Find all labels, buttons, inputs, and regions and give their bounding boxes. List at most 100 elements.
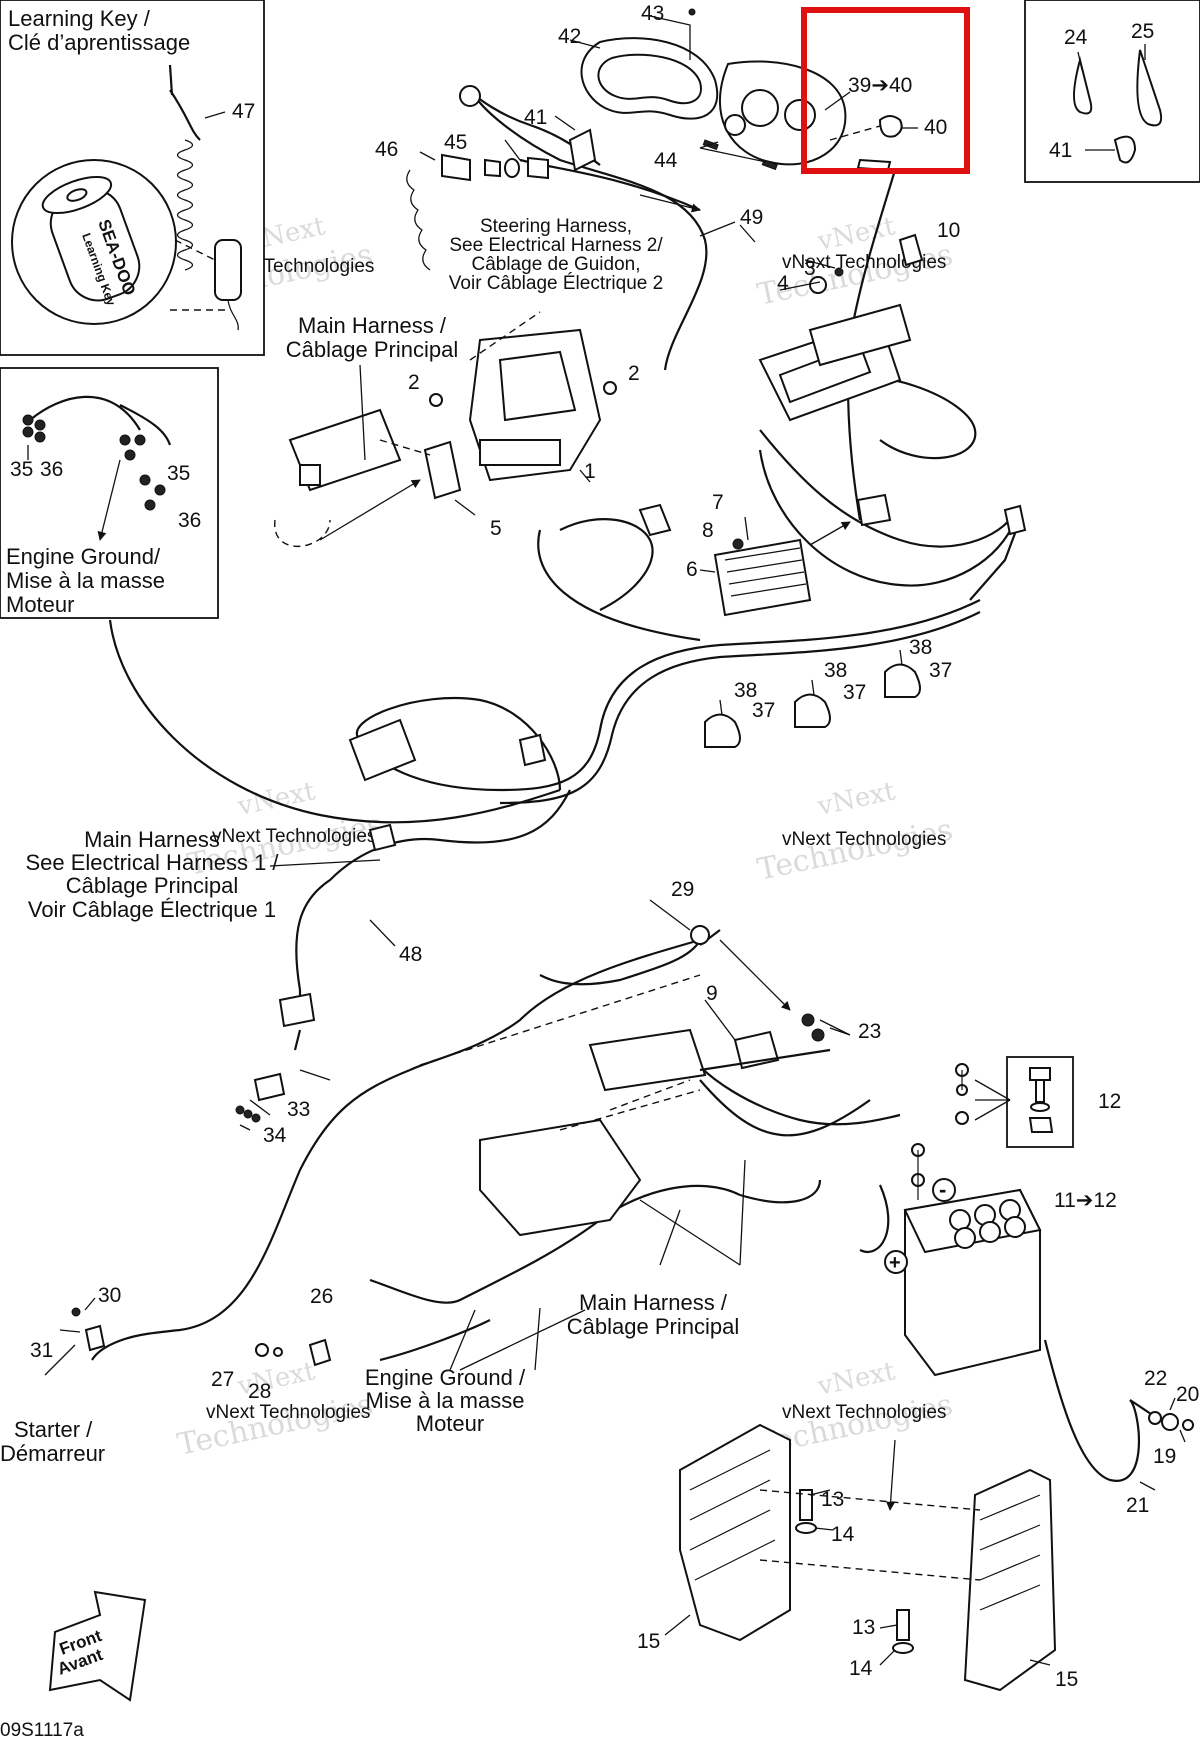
watermark-caption-5: vNext Technologies (206, 1402, 370, 1423)
part-12-label: 12 (1098, 1090, 1121, 1113)
engine-ground-bottom-line3: Moteur (416, 1411, 484, 1436)
part-8-label: 8 (702, 519, 714, 542)
part-44-label: 44 (654, 149, 678, 172)
part-22-label: 22 (1144, 1367, 1167, 1390)
part-42-label: 42 (558, 25, 581, 48)
steering-harness-line3: Câblage de Guidon, (471, 254, 640, 275)
learning-key-title-2: Clé d’aprentissage (8, 30, 190, 55)
part-21-label: 21 (1126, 1494, 1149, 1517)
steering-harness-line2: See Electrical Harness 2/ (449, 235, 663, 256)
part-38-label-a: 38 (734, 679, 757, 702)
main-harness-bottom-line2: Câblage Principal (567, 1314, 739, 1339)
mid-left-harness (235, 718, 547, 1131)
engine-ground-top-line1: Engine Ground/ (6, 544, 161, 569)
clip-41 (568, 128, 597, 172)
part-13-label-a: 13 (821, 1488, 844, 1511)
watermark-mid-right: vNext Technologies vNext Technologies (754, 776, 955, 888)
part-number-labels: 1 2 2 3 4 5 6 7 8 9 10 11➔12 12 13 13 14… (30, 2, 1199, 1691)
part-15-label-a: 15 (637, 1630, 660, 1653)
part-10-label: 10 (937, 219, 960, 242)
part-48-label: 48 (399, 943, 422, 966)
part-35-label-b: 35 (167, 462, 190, 485)
part-2-label-a: 2 (408, 371, 420, 394)
main-harness-top-callout: Main Harness / Câblage Principal (286, 313, 458, 362)
engine-ground-top-line3: Moteur (6, 592, 74, 617)
part-5-label: 5 (490, 517, 502, 540)
part-41-label-box: 41 (1049, 139, 1072, 162)
part-27-label: 27 (211, 1368, 234, 1391)
part-23-label: 23 (858, 1020, 881, 1043)
part-47-label: 47 (232, 100, 255, 123)
part-2-label-b: 2 (628, 362, 640, 385)
key-switch-parts (406, 85, 601, 271)
front-arrow-icon: Front Avant (48, 1590, 147, 1702)
connector-harness-mid (638, 503, 672, 537)
plus-icon (884, 1250, 908, 1274)
watermark-caption-3: vNext Technologies (212, 826, 376, 847)
connector-5 (423, 440, 462, 500)
svg-text:vNext: vNext (234, 776, 318, 822)
steering-harness-callout: Steering Harness, See Electrical Harness… (449, 216, 664, 294)
watermark-top-right: vNext Technologies vNext Technologies (754, 211, 955, 313)
part-14-label-a: 14 (831, 1523, 855, 1546)
clamp-24-icon (1073, 56, 1093, 115)
highlight-box-39-40 (801, 7, 970, 174)
battery-assembly: + - (884, 1056, 1194, 1491)
part-39-40-label: 39➔40 (848, 74, 912, 97)
part-4-label: 4 (777, 272, 789, 295)
connector-33 (253, 1072, 286, 1102)
engine-ground-box: 35 36 35 36 Engine Ground/ Mise à la mas… (0, 367, 219, 619)
part-37-label-a: 37 (752, 699, 775, 722)
part-38-label-b: 38 (824, 659, 847, 682)
part-9-label: 9 (706, 982, 718, 1005)
clamp-41-icon (1113, 135, 1137, 164)
main-harness-mid-callout: Main Harness See Electrical Harness 1 / … (25, 827, 279, 922)
part-29-label: 29 (671, 878, 694, 901)
part-45-label: 45 (444, 131, 467, 154)
engine-ground-bottom-line1: Engine Ground / (365, 1365, 526, 1390)
engine-ground-bottom-callout: Engine Ground / Mise à la masse Moteur (365, 1365, 526, 1436)
part-14-label-b: 14 (849, 1657, 873, 1680)
part-40-label: 40 (924, 116, 947, 139)
part-37-label-c: 37 (929, 659, 952, 682)
svg-text:vNext: vNext (234, 1356, 318, 1402)
regulator-6 (713, 538, 812, 617)
starter-solenoid-area (44, 925, 851, 1376)
main-harness-bottom-callout: Main Harness / Câblage Principal (567, 1290, 739, 1339)
part-36-label-b: 36 (178, 509, 201, 532)
part-35-label-a: 35 (10, 458, 33, 481)
learning-key-cap (41, 175, 141, 302)
lanyard-coil (176, 139, 194, 271)
main-harness-mid-line4: Voir Câblage Électrique 1 (28, 897, 276, 922)
part-1-label: 1 (584, 460, 596, 483)
watermark-caption-6: vNext Technologies (782, 1402, 946, 1423)
part-49-label: 49 (740, 206, 763, 229)
starter-callout: Starter / Démarreur (0, 1417, 105, 1466)
main-harness-bottom-line1: Main Harness / (579, 1290, 728, 1315)
connector-10 (898, 233, 924, 267)
clamps-box: 24 25 41 (1024, 0, 1200, 183)
starter-line2: Démarreur (0, 1441, 105, 1466)
part-3-label: 3 (804, 257, 816, 280)
learning-key-box: Learning Key / Clé d’aprentissage SEA-DO… (0, 0, 265, 356)
engine-ground-top-line2: Mise à la masse (6, 568, 165, 593)
part-24-label: 24 (1064, 26, 1088, 49)
engine-ground-bottom-line2: Mise à la masse (366, 1388, 525, 1413)
starter-terminal-31 (84, 1324, 106, 1352)
part-38-label-c: 38 (909, 636, 932, 659)
ground-terminal-right (119, 434, 166, 511)
fuse-relay-block (638, 233, 1027, 617)
svg-text:vNext: vNext (814, 776, 898, 822)
part-28-label: 28 (248, 1380, 271, 1403)
main-harness-top-line1: Main Harness / (298, 313, 447, 338)
steering-harness-line4: Voir Câblage Électrique 2 (449, 273, 663, 294)
main-harness-mid-line1: Main Harness (84, 827, 220, 852)
part-6-label: 6 (686, 558, 698, 581)
part-34-label: 34 (263, 1124, 287, 1147)
part-30-label: 30 (98, 1284, 121, 1307)
plus-sign: + (889, 1252, 901, 1274)
part-7-label: 7 (712, 491, 724, 514)
part-31-label: 31 (30, 1339, 53, 1362)
connector-48 (278, 992, 316, 1028)
main-harness-mid-line2: See Electrical Harness 1 / (25, 850, 279, 875)
